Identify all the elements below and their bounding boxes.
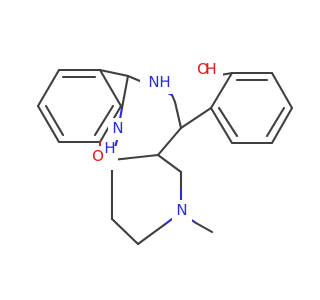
- bond: [179, 106, 213, 130]
- label-background: [90, 146, 118, 170]
- bond-to-nitrogen: [118, 106, 124, 121]
- bond: [156, 126, 183, 157]
- molecule-structure-diagram: O H N H N O H N: [36, 57, 294, 246]
- bond-to-nitrogen: [162, 217, 174, 227]
- ether-o-label: O: [92, 147, 104, 165]
- label-background: [199, 57, 223, 79]
- amine-n-label: N: [148, 73, 159, 91]
- piperidine-ring: [110, 153, 214, 246]
- bond: [209, 106, 234, 145]
- bond: [36, 68, 61, 108]
- aromatic-bond: [93, 104, 115, 137]
- label-background: [172, 200, 192, 222]
- hydroxyl-h-label: H: [205, 60, 216, 78]
- bond: [173, 100, 183, 130]
- aromatic-bond: [265, 106, 286, 138]
- aromatic-bond: [44, 104, 65, 137]
- atom-labels: O H N H N O H N: [90, 57, 223, 222]
- label-background: [108, 118, 128, 140]
- bridge-h-label: H: [104, 139, 115, 157]
- hydroxyl-o-label: O: [197, 60, 209, 78]
- bond: [170, 93, 177, 104]
- bond: [120, 74, 130, 110]
- bond: [136, 223, 166, 246]
- bond: [270, 106, 294, 145]
- bridge-n-label: N: [112, 119, 123, 137]
- bond: [209, 71, 234, 110]
- label-background: [140, 72, 172, 94]
- bond: [110, 217, 140, 246]
- bond: [126, 74, 142, 83]
- bond: [270, 71, 294, 110]
- bond: [98, 68, 130, 78]
- bond: [110, 153, 160, 162]
- amine-h-label: H: [159, 73, 170, 91]
- bond: [156, 153, 183, 174]
- methyl-n-label: N: [176, 201, 187, 219]
- phenol-ring-right: [209, 71, 294, 145]
- bond: [98, 68, 123, 108]
- bond: [36, 104, 61, 144]
- aromatic-bond: [217, 106, 239, 138]
- methyl-bond: [194, 221, 214, 234]
